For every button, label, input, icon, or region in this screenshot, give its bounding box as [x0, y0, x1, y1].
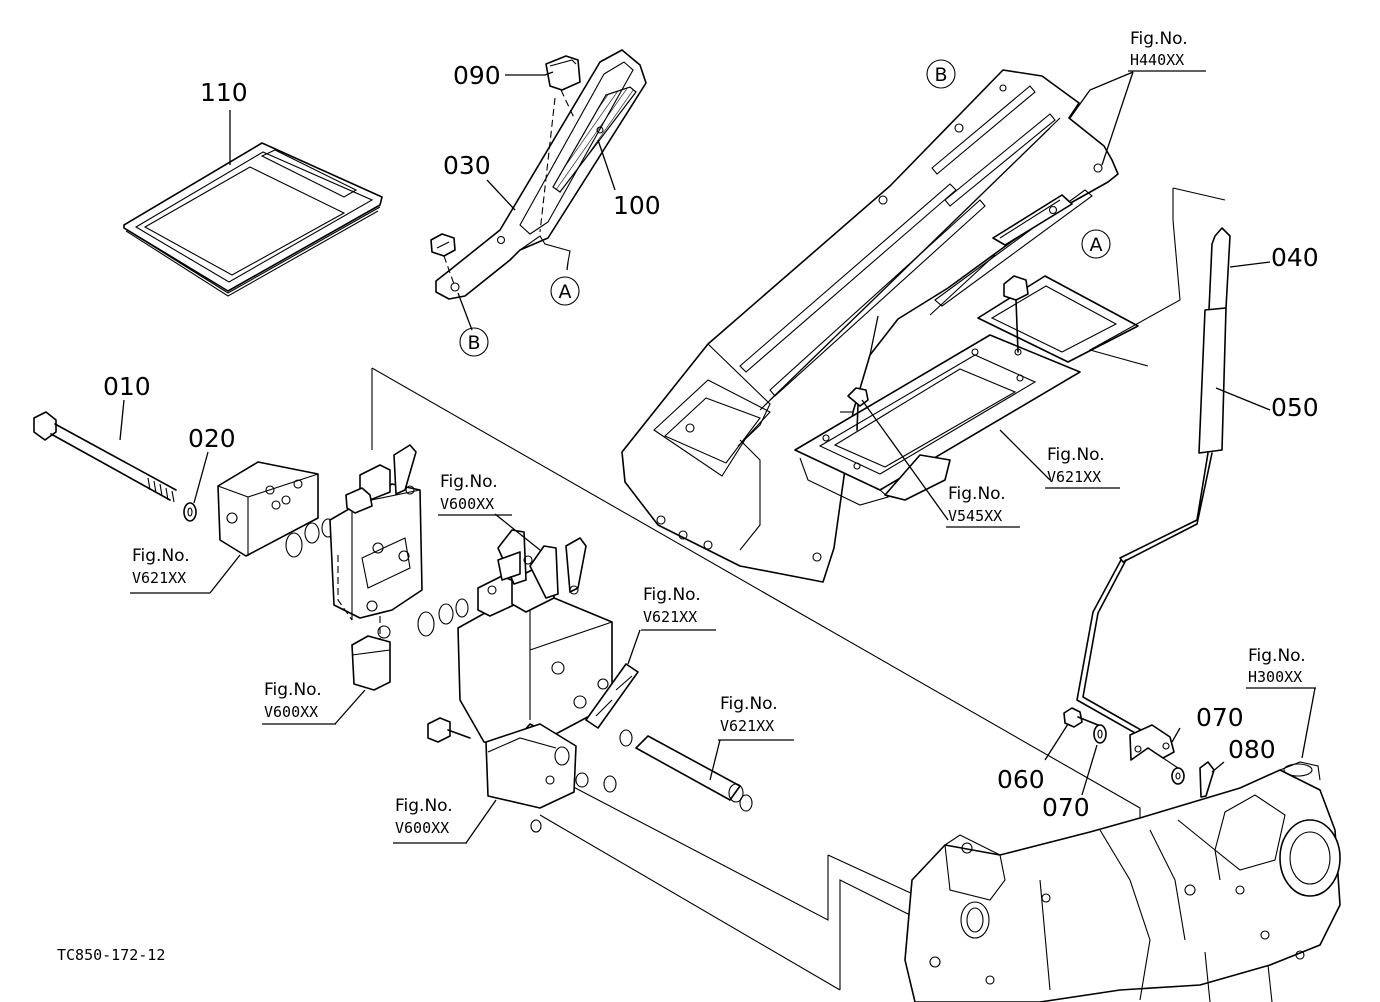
connector-B-bracket: B: [459, 327, 489, 357]
fig-ref-v621-right: Fig.No. V621XX: [1045, 445, 1120, 489]
fig-ref-v545: Fig.No. V545XX: [946, 484, 1020, 528]
fig-prefix: Fig.No.: [395, 796, 453, 816]
control-valve-section-2: [427, 529, 639, 833]
fig-code: V545XX: [948, 507, 1002, 525]
fig-prefix: Fig.No.: [948, 484, 1006, 504]
fig-prefix: Fig.No.: [132, 546, 190, 566]
fig-code: V600XX: [440, 495, 494, 513]
part-number-060: 060: [997, 765, 1045, 794]
fig-code: V600XX: [395, 819, 449, 837]
fig-code: V621XX: [643, 608, 697, 626]
part-number-010: 010: [103, 372, 151, 401]
part-number-090: 090: [453, 61, 501, 90]
fig-code: V621XX: [132, 569, 186, 587]
fig-code: V600XX: [264, 703, 318, 721]
fig-prefix: Fig.No.: [440, 472, 498, 492]
fig-prefix: Fig.No.: [643, 585, 701, 605]
part-number-020: 020: [188, 424, 236, 453]
connector-A-top: A: [550, 276, 580, 306]
part-number-030: 030: [443, 151, 491, 180]
connector-label: B: [467, 332, 480, 354]
part-number-050: 050: [1271, 393, 1319, 422]
fig-ref-h300: Fig.No. H300XX: [1246, 646, 1316, 689]
part-number-110: 110: [200, 78, 248, 107]
fig-ref-v600-left: Fig.No. V600XX: [262, 680, 336, 725]
hydraulic-pipe: [635, 735, 753, 812]
part-number-070-b: 070: [1196, 703, 1244, 732]
fig-ref-v621-pipe: Fig.No. V621XX: [718, 694, 794, 741]
connector-A-plate: A: [1081, 229, 1111, 259]
lift-housing: [904, 761, 1341, 1002]
fig-code: V621XX: [720, 717, 774, 735]
fig-prefix: Fig.No.: [720, 694, 778, 714]
fig-prefix: Fig.No.: [1047, 445, 1105, 465]
fig-ref-v621-mid: Fig.No. V621XX: [641, 585, 716, 631]
connector-label: A: [559, 281, 572, 303]
connector-label: A: [1090, 234, 1103, 256]
part-number-100: 100: [613, 191, 661, 220]
part-number-040: 040: [1271, 243, 1319, 272]
lever-guide-plate: [621, 69, 1119, 583]
part-number-080: 080: [1228, 735, 1276, 764]
connector-B-plate: B: [926, 59, 956, 89]
fig-prefix: Fig.No.: [264, 680, 322, 700]
connector-label: B: [934, 64, 947, 86]
fig-ref-v600-top: Fig.No. V600XX: [438, 472, 512, 516]
fig-code: H300XX: [1248, 668, 1302, 686]
control-lever: [1063, 227, 1231, 798]
fig-ref-v621-left: Fig.No. V621XX: [130, 546, 210, 594]
decal-sheet-part: [123, 110, 383, 297]
long-bolt-part: [33, 411, 197, 522]
valve-end-cover: [217, 461, 335, 558]
fig-ref-v600-bottom: Fig.No. V600XX: [393, 796, 467, 844]
part-number-070-a: 070: [1042, 793, 1090, 822]
drawing-reference: TC850-172-12: [57, 946, 165, 964]
fig-ref-h440: Fig.No. H440XX: [1128, 29, 1206, 72]
control-valve-section-1: [329, 444, 469, 691]
fig-prefix: Fig.No.: [1130, 29, 1188, 49]
fig-prefix: Fig.No.: [1248, 646, 1306, 666]
leader-lines: [119, 71, 1316, 844]
fig-code: V621XX: [1047, 468, 1101, 486]
fig-code: H440XX: [1130, 51, 1184, 69]
lever-guide-bracket: [430, 49, 647, 300]
